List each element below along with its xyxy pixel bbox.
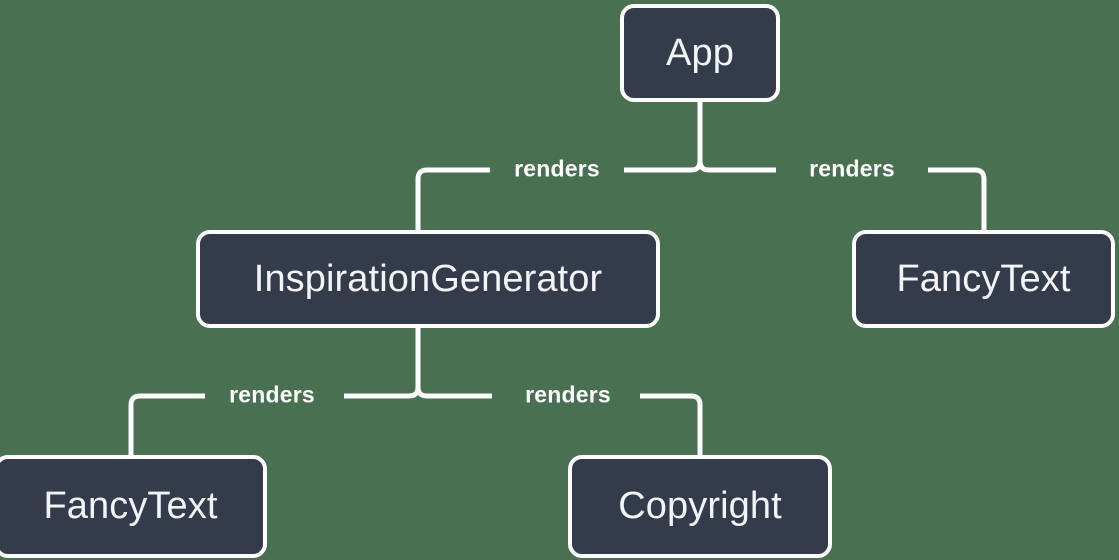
node-fancytext-left-label: FancyText xyxy=(43,485,218,527)
edge-label-inspiration-generator-to-copyright: renders xyxy=(525,381,611,408)
edge-label-inspiration-generator-to-fancytext-left: renders xyxy=(229,381,315,408)
node-inspiration-generator[interactable]: InspirationGenerator xyxy=(196,230,660,328)
node-app[interactable]: App xyxy=(620,4,780,102)
node-copyright[interactable]: Copyright xyxy=(568,455,832,558)
edge-label-app-to-fancytext-right: renders xyxy=(809,155,895,182)
node-fancytext-right-label: FancyText xyxy=(896,257,1071,300)
node-copyright-label: Copyright xyxy=(618,485,782,527)
edge-label-app-to-inspiration-generator: renders xyxy=(514,155,600,182)
node-fancytext-right[interactable]: FancyText xyxy=(852,230,1115,328)
node-fancytext-left[interactable]: FancyText xyxy=(0,455,267,558)
node-inspiration-generator-label: InspirationGenerator xyxy=(253,257,603,300)
node-app-label: App xyxy=(666,31,734,74)
